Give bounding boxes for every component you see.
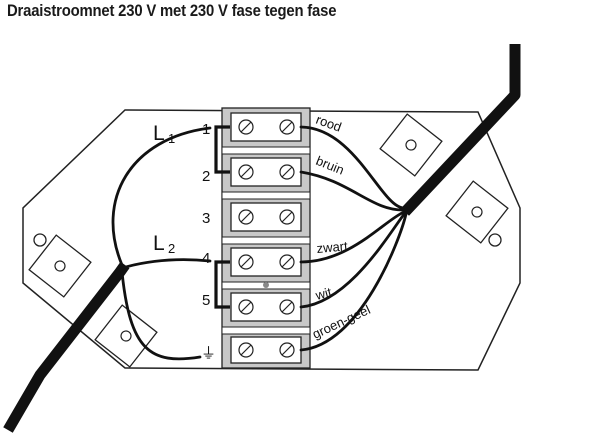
terminal-5 — [230, 292, 302, 322]
wire-bruin — [299, 170, 405, 212]
diagram-title: Draaistroomnet 230 V met 230 V fase tege… — [7, 2, 337, 20]
earth-icon: ⏚ — [201, 345, 216, 362]
terminal-number-2: 2 — [202, 168, 210, 185]
terminal-number-5: 5 — [202, 292, 210, 309]
label-l1-sub: 1 — [168, 131, 175, 146]
cable-clamp-left-bottom — [94, 304, 158, 368]
cable-clamp-right-bottom — [445, 180, 509, 244]
wire-label-wit: wit — [313, 284, 334, 303]
terminal-3 — [230, 202, 302, 232]
terminal-number-1: 1 — [202, 121, 210, 138]
mounting-hole-right — [488, 233, 502, 247]
cable-clamp-right-top — [379, 113, 443, 177]
terminal-2 — [230, 157, 302, 187]
wire-rood — [299, 125, 405, 210]
terminal-1 — [230, 112, 302, 142]
wire-l2 — [120, 258, 212, 270]
cable-right — [400, 44, 521, 216]
terminal-4 — [230, 247, 302, 277]
mounting-hole-left — [33, 233, 47, 247]
wire-l1 — [111, 126, 212, 267]
label-l2-sub: 2 — [168, 241, 175, 256]
wire-label-zwart: zwart — [316, 238, 349, 256]
wire-wit — [299, 211, 407, 309]
label-l2: L — [153, 232, 165, 255]
bridge-dot — [263, 282, 269, 288]
label-l1: L — [153, 122, 165, 145]
terminal-earth — [230, 336, 302, 364]
cable-clamp-left-top — [28, 234, 92, 298]
wire-earth-left — [120, 270, 202, 361]
terminal-number-3: 3 — [202, 210, 210, 227]
jumper-bridge-4-5 — [214, 260, 230, 309]
wire-zwart — [299, 210, 406, 264]
jumper-bridge-1-2 — [214, 125, 230, 174]
terminal-block — [221, 107, 311, 369]
wire-groen-geel — [299, 212, 408, 352]
terminal-number-4: 4 — [202, 250, 210, 267]
